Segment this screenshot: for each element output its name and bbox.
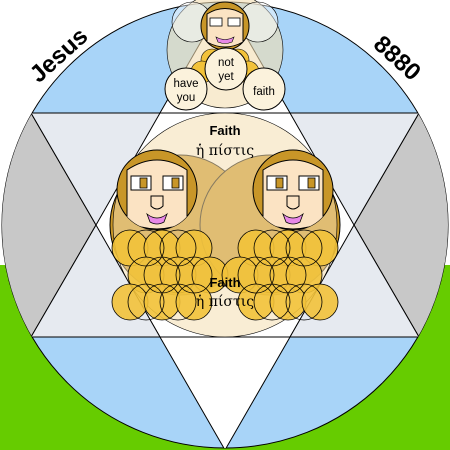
left-face [116, 149, 198, 231]
speech-bubble-not-yet: not yet [204, 47, 248, 91]
faith-bottom-english: Faith [209, 275, 240, 290]
right-face [252, 149, 334, 231]
bubble-not-yet-line2: yet [218, 71, 234, 83]
bubble-not-yet-line1: not [218, 57, 235, 69]
flower-of-life-pattern [111, 229, 339, 321]
speech-bubble-have-you: have you [164, 67, 208, 111]
bubble-have-you-line1: have [174, 78, 199, 90]
faith-bottom-greek: ἡ πίστις [196, 293, 254, 310]
faith-top-english: Faith [209, 123, 240, 138]
bubble-faith-line1: faith [253, 86, 275, 98]
speech-bubble-faith: faith [242, 67, 286, 111]
faith-top-greek: ἡ πίστις [196, 142, 254, 159]
bubble-have-you-line2: you [177, 92, 196, 104]
